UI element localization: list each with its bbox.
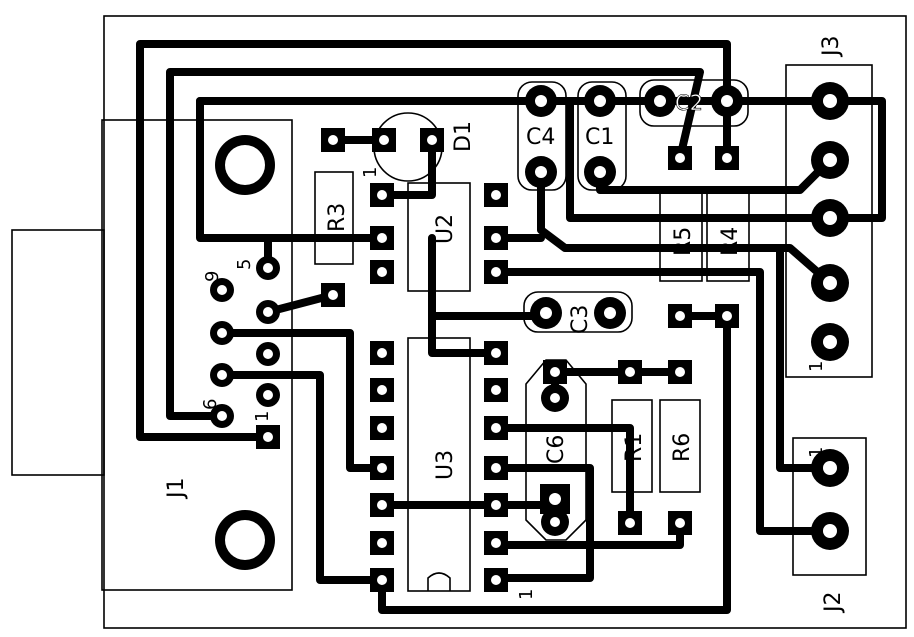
labels: J3 J1 J2 U2 U3 D1 R3 R5 R4 R1 R6 C4 C1 C… (164, 36, 846, 615)
label-c1: C1 (585, 125, 614, 150)
pin-label-u3-1: 1 (516, 589, 537, 600)
label-c3: C3 (568, 305, 593, 334)
j1-shell (11, 229, 105, 476)
label-j2: J2 (821, 592, 846, 615)
u3-notch (427, 572, 451, 591)
label-c4: C4 (526, 125, 555, 150)
label-c6: C6 (544, 435, 569, 464)
label-r4: R4 (718, 227, 743, 256)
label-r1: R1 (622, 433, 647, 462)
j3-pins (811, 82, 849, 361)
pin-label-j1-1: 1 (252, 411, 273, 422)
r3-body (314, 171, 354, 265)
label-r3: R3 (325, 203, 350, 232)
r6-body (659, 399, 701, 493)
pin-label-j1-6: 6 (200, 399, 221, 410)
pin-label-j1-5: 5 (234, 259, 255, 270)
u3-pins (370, 341, 508, 592)
label-u3: U3 (433, 450, 458, 480)
label-r5: R5 (671, 227, 696, 256)
pin-label-d1-1: 1 (360, 167, 381, 178)
label-d1: D1 (451, 121, 476, 152)
label-c2: C2 (675, 91, 703, 115)
j2-pins (811, 449, 849, 550)
j2-body (792, 437, 867, 576)
j1-pins (210, 256, 280, 449)
u2-body (407, 182, 471, 292)
label-r6: R6 (670, 433, 695, 462)
label-j1: J1 (164, 478, 189, 501)
label-j3: J3 (819, 36, 844, 59)
pads (210, 82, 849, 592)
label-u2: U2 (433, 214, 458, 244)
u2-pins (370, 183, 508, 284)
u3-body (407, 337, 471, 592)
pin-label-j2-1: 1 (806, 447, 827, 458)
pin-label-j3-1: 1 (806, 361, 827, 372)
pin-label-j1-9: 9 (202, 271, 223, 282)
